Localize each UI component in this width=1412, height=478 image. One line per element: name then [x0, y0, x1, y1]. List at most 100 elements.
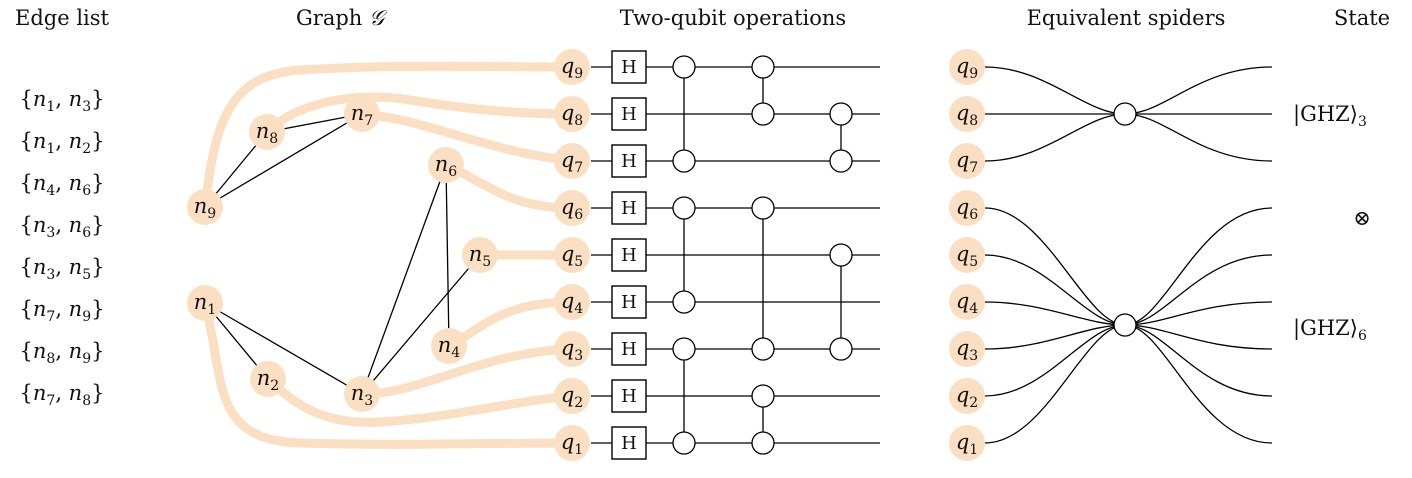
graph-node-label: n4 [438, 333, 461, 361]
graph-node-label: n3 [351, 381, 373, 409]
edge-list-part: { [19, 129, 32, 153]
graph-node-label: n6 [435, 152, 458, 180]
edge-list-part: n [69, 171, 83, 195]
edge-list-part: n [69, 297, 83, 321]
spider-qubit-label-index: 5 [969, 254, 978, 270]
graph-node-blob [431, 328, 467, 364]
cz-control [672, 196, 696, 220]
header-graph: Graph 𝒢 [296, 6, 387, 30]
edge-list-part: , [55, 381, 68, 405]
route-n3-to-q3 [357, 344, 577, 399]
hadamard-gate-label: H [621, 433, 637, 454]
qubit-label: q7 [561, 148, 583, 176]
route-n7-to-q7 [357, 109, 577, 166]
cz-gate-q6-q3 [751, 196, 775, 361]
edge-list-part: n [33, 339, 47, 363]
cz-control [751, 196, 775, 220]
hadamard-gate [611, 426, 647, 460]
route-n6-to-q6 [441, 160, 577, 213]
header-edge-list: Edge list [15, 6, 110, 30]
spider-qubit-label: q9 [956, 54, 978, 82]
qubit-label-index: 9 [574, 66, 583, 82]
qubit-label-symbol: q [561, 336, 574, 360]
edge-list-part: { [19, 171, 32, 195]
spider-qubit-q3: q3 [949, 331, 985, 367]
edge-list-part: , [55, 171, 68, 195]
spider-qubit-label-index: 4 [969, 301, 978, 317]
header-graph-text: Graph [296, 6, 369, 30]
graph-node-label-index: 9 [207, 206, 216, 222]
edge-list-part: } [91, 297, 104, 321]
edge-list-part: 6 [82, 183, 91, 199]
qubit-blob [554, 49, 590, 85]
spider-leg-out [1124, 324, 1273, 397]
spider-leg-in [984, 113, 1126, 162]
edge-list-part: { [19, 213, 32, 237]
spider-leg-in [984, 254, 1126, 326]
graph-node-label-index: 2 [270, 378, 279, 394]
edge-list-item: {n7, n8} [19, 381, 104, 409]
edge-list-part: n [33, 129, 47, 153]
qubit-blob [554, 378, 590, 414]
spider-qubit-label-index: 3 [969, 348, 978, 364]
cz-control [751, 55, 775, 79]
edge-list-part: n [69, 129, 83, 153]
qubit-row-q1: q1 H [554, 425, 880, 461]
qubit-blob [554, 284, 590, 320]
edge-list-part: 7 [46, 309, 55, 325]
edge-list-part: n [33, 87, 47, 111]
edge-list-part: 5 [82, 267, 91, 283]
spider-qubit-label: q3 [956, 336, 978, 364]
spider-qubit-label-index: 1 [969, 442, 978, 458]
graph-node-n5: n5 [462, 237, 498, 273]
cz-control [829, 149, 853, 173]
edge-list: {n1, n3}{n1, n2}{n4, n6}{n3, n6}{n3, n5}… [19, 87, 104, 409]
graph-node-label-index: 7 [364, 113, 373, 129]
graph-node-label-symbol: n [256, 119, 270, 143]
header-graph-symbol: 𝒢 [369, 6, 387, 30]
qubit-label: q1 [561, 430, 583, 458]
graph-node-n2: n2 [250, 361, 286, 397]
state-ghz3-subscript: 3 [1358, 114, 1367, 130]
edge-list-part: n [69, 381, 83, 405]
spider-qubit-label-index: 2 [969, 395, 978, 411]
spider-qubit-blob [949, 143, 985, 179]
spider-leg-in [984, 301, 1126, 326]
spider-qubit-blob [949, 331, 985, 367]
spider-leg-in [984, 324, 1126, 397]
graph-edge-n1-n3 [204, 302, 363, 395]
edge-list-part: 1 [46, 99, 55, 115]
spider-qubit-blob [949, 378, 985, 414]
edge-list-part: , [55, 87, 68, 111]
graph-node-blob [344, 96, 380, 132]
qubit-label-index: 5 [574, 254, 583, 270]
cz-control [751, 337, 775, 361]
graph-node-blob [344, 376, 380, 412]
hadamard-gate [611, 191, 647, 225]
graph-node-label-index: 8 [269, 131, 278, 147]
edge-list-part: 6 [82, 225, 91, 241]
graph-node-label: n8 [256, 119, 278, 147]
edge-list-part: } [91, 381, 104, 405]
hadamard-gate [611, 285, 647, 319]
state-ghz3: |GHZ⟩3 [1293, 102, 1367, 130]
qubit-label: q6 [561, 195, 583, 223]
route-n1-to-q1 [200, 298, 577, 449]
qubit-label-index: 2 [574, 395, 583, 411]
spider-leg-out [1124, 207, 1273, 326]
cz-control [751, 431, 775, 455]
qubit-label-symbol: q [561, 383, 574, 407]
cz-control [672, 149, 696, 173]
edge-list-part: { [19, 297, 32, 321]
hadamard-gate [611, 144, 647, 178]
spider-node [1113, 313, 1137, 337]
spider-leg-out [1124, 66, 1273, 115]
graph-node-blob [187, 285, 223, 321]
hadamard-gate-label: H [621, 292, 637, 313]
